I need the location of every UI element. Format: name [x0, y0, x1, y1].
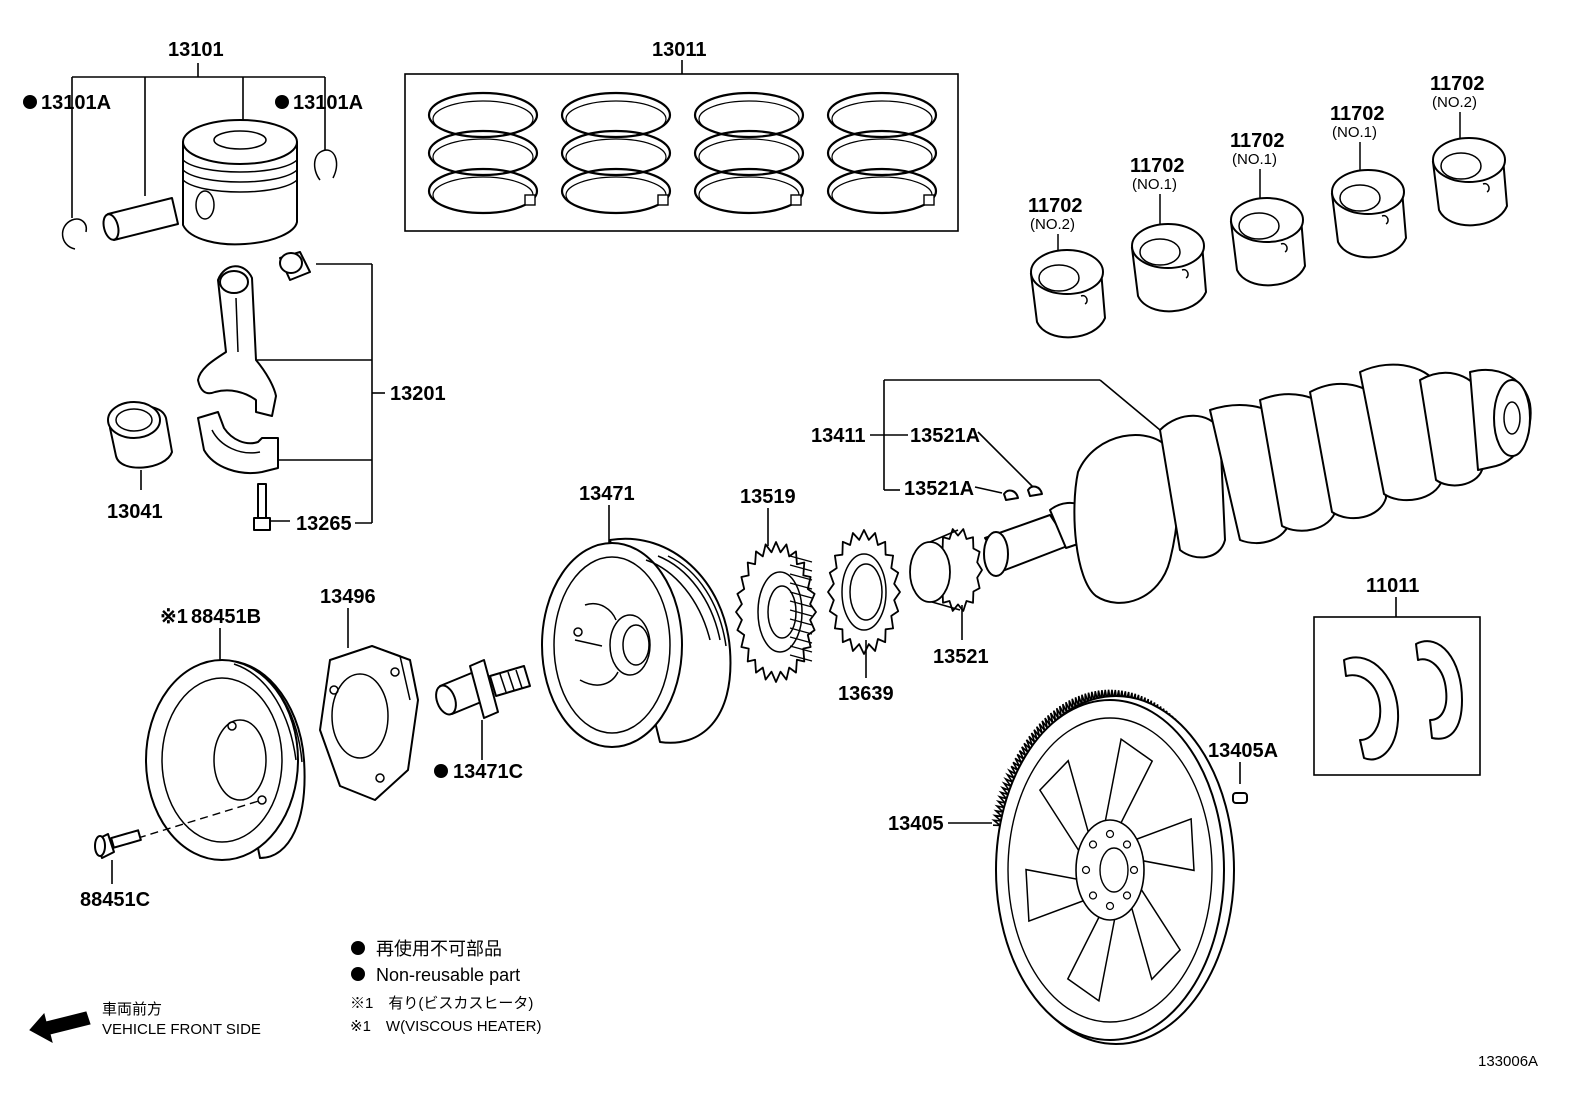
- part-label-13405A: 13405A: [1208, 740, 1278, 762]
- main-bearing-shell: [1431, 137, 1509, 227]
- nonreusable-mark-icon: [434, 764, 448, 778]
- part-label-88451C: 88451C: [80, 889, 150, 911]
- main-bearing-shell: [1229, 197, 1307, 287]
- piston-ring-set: [560, 91, 672, 215]
- thrust-washer-frame: [1313, 616, 1481, 776]
- piston-ring-set-frame: [404, 73, 959, 232]
- main-bearing-shell: [1029, 249, 1107, 339]
- crankshaft: [983, 363, 1532, 604]
- crankshaft-leaders: [870, 379, 1161, 494]
- crank-angle-sensor-plate-13639: [827, 529, 901, 655]
- part-label-13011: 13011: [652, 39, 707, 61]
- piston-ring: [560, 91, 672, 139]
- bearing-position-label: (NO.2): [1432, 94, 1477, 111]
- crank-timing-sprocket-13521: [909, 528, 983, 612]
- part-label-13521A-lower: 13521A: [904, 478, 974, 500]
- bearing-position-label: (NO.1): [1332, 124, 1377, 141]
- piston-ring-sets: [427, 91, 938, 215]
- part-label-88451B: 88451B: [191, 606, 261, 628]
- woodruff-key: [1027, 485, 1043, 497]
- part-label-13041: 13041: [107, 501, 163, 523]
- piston-ring-set: [427, 91, 539, 215]
- part-label-11702: 11702: [1130, 155, 1185, 177]
- part-label-13471C: 13471C: [453, 761, 523, 783]
- nonreusable-mark-icon: [351, 967, 365, 981]
- part-label-13411: 13411: [811, 425, 866, 447]
- main-bearing-group: 11702(NO.2)11702(NO.1)11702(NO.1)11702(N…: [1028, 73, 1509, 339]
- part-label-11702: 11702: [1230, 130, 1285, 152]
- part-label-13496: 13496: [320, 586, 376, 608]
- part-label-13101A-left: 13101A: [41, 92, 111, 114]
- crank-gear-13519: [735, 541, 817, 683]
- legend-nonreusable-jp: 再使用不可部品: [376, 939, 502, 959]
- connecting-rod-leaders: [252, 263, 385, 524]
- piston-ring: [560, 167, 672, 215]
- vehicle-front-jp: 車両前方: [102, 1001, 162, 1018]
- rod-bearing: [107, 401, 173, 469]
- piston-group-leaders: [71, 63, 326, 218]
- part-label-11702: 11702: [1330, 103, 1385, 125]
- piston-ring: [427, 167, 539, 215]
- connecting-rod: [197, 265, 277, 417]
- connecting-rod-cap: [197, 411, 279, 474]
- mark-1-label: ※1: [160, 606, 188, 628]
- legend-nonreusable-en: Non-reusable part: [376, 965, 520, 985]
- piston-ring: [826, 129, 938, 177]
- piston-ring: [826, 167, 938, 215]
- part-label-13405: 13405: [888, 813, 944, 835]
- piston-ring: [826, 91, 938, 139]
- part-label-13521A-upper: 13521A: [910, 425, 980, 447]
- part-label-13101: 13101: [168, 39, 224, 61]
- bearing-position-label: (NO.1): [1132, 176, 1177, 193]
- piston-ring-set: [826, 91, 938, 215]
- part-label-13265: 13265: [296, 513, 352, 535]
- rod-bushing: [279, 251, 311, 281]
- legend-mark1-en: ※1 W(VISCOUS HEATER): [350, 1018, 541, 1035]
- pulley-bolt-88451C: [94, 829, 142, 859]
- part-label-13521: 13521: [933, 646, 989, 668]
- part-label-13639: 13639: [838, 683, 894, 705]
- main-bearing-shell: [1130, 223, 1208, 313]
- piston-ring: [560, 129, 672, 177]
- woodruff-key: [1003, 489, 1019, 501]
- piston-ring: [693, 167, 805, 215]
- damper-spacer-13496: [319, 645, 419, 801]
- drive-plate-flywheel: [991, 689, 1235, 1045]
- part-label-11702: 11702: [1430, 73, 1485, 95]
- nonreusable-mark-icon: [23, 95, 37, 109]
- flywheel-dowel-pin: [1232, 792, 1248, 804]
- piston-ring-set: [693, 91, 805, 215]
- nonreusable-mark-icon: [275, 95, 289, 109]
- main-bearing-shell: [1330, 169, 1408, 259]
- vehicle-front-en: VEHICLE FRONT SIDE: [102, 1021, 261, 1038]
- bearing-position-label: (NO.1): [1232, 151, 1277, 168]
- part-label-13519: 13519: [740, 486, 796, 508]
- crankshaft-damper-pulley: [541, 537, 732, 748]
- pulley-bolt: [435, 659, 531, 719]
- part-label-11702: 11702: [1028, 195, 1083, 217]
- piston: [182, 119, 298, 246]
- part-label-11011: 11011: [1366, 575, 1419, 597]
- thrust-washers: [1343, 640, 1463, 761]
- viscous-heater-pulley: [145, 659, 306, 861]
- rod-bolt: [253, 483, 271, 531]
- bearing-position-label: (NO.2): [1030, 216, 1075, 233]
- nonreusable-mark-icon: [351, 941, 365, 955]
- part-label-13101A-right: 13101A: [293, 92, 363, 114]
- vehicle-front-arrow-icon: [29, 1011, 91, 1043]
- legend-mark1-jp: ※1 有り(ビスカスヒータ): [350, 995, 533, 1012]
- snap-ring-left: [61, 218, 88, 250]
- snap-ring-right: [313, 149, 338, 181]
- bolt-axis-dashed: [137, 799, 263, 839]
- part-label-13201: 13201: [390, 383, 446, 405]
- figure-id: 133006A: [1478, 1053, 1538, 1070]
- piston-ring: [693, 91, 805, 139]
- piston-pin: [102, 197, 179, 241]
- part-label-13471: 13471: [579, 483, 635, 505]
